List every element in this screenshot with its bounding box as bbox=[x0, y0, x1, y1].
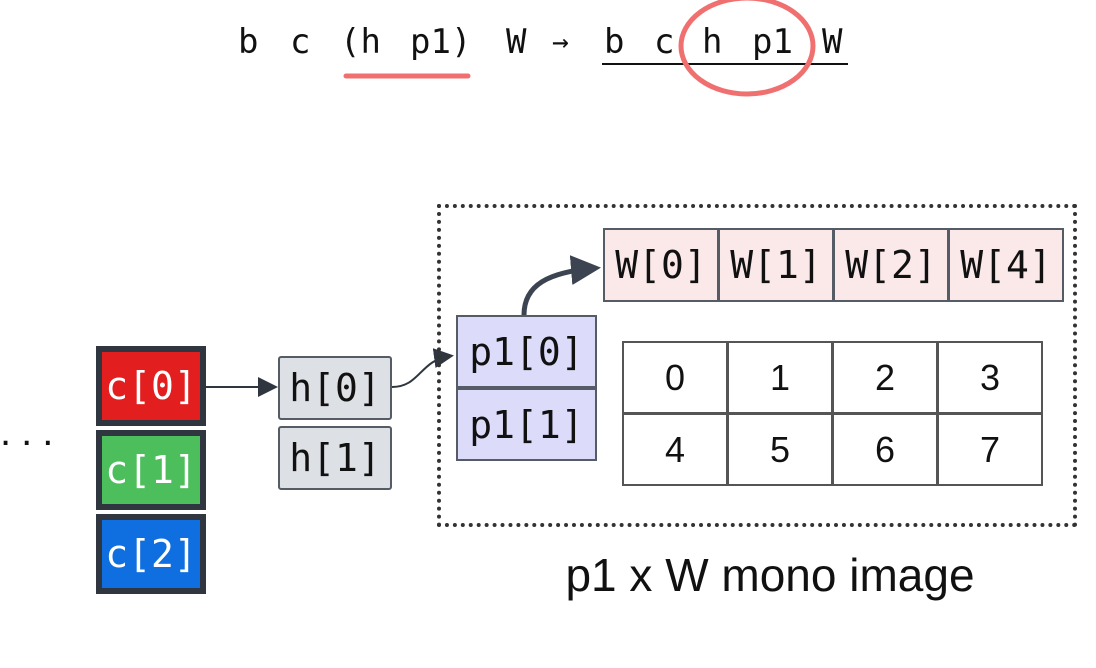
formula-circle-highlight bbox=[678, 0, 816, 97]
channel-c1: c[1] bbox=[96, 430, 206, 510]
patch-p1-1: p1[1] bbox=[456, 388, 597, 461]
formula-token: b bbox=[238, 22, 259, 62]
height-h0: h[0] bbox=[278, 356, 392, 420]
grid-cell: 5 bbox=[727, 413, 833, 486]
grid-cell: 3 bbox=[937, 341, 1043, 414]
formula-token: h bbox=[702, 22, 723, 62]
patch-p1-0: p1[0] bbox=[456, 315, 597, 388]
formula-token: c bbox=[654, 22, 675, 62]
diagram-caption: p1 x W mono image bbox=[565, 549, 975, 601]
grid-cell: 0 bbox=[622, 341, 728, 414]
grid-cell: 2 bbox=[832, 341, 938, 414]
formula-token: p1 bbox=[752, 22, 793, 62]
channel-c0: c[0] bbox=[96, 346, 206, 426]
width-w4: W[4] bbox=[948, 228, 1064, 302]
grid-cell: 4 bbox=[622, 413, 728, 486]
formula-arrow: → bbox=[552, 25, 569, 58]
formula-token: W bbox=[506, 22, 527, 62]
formula-token: W bbox=[822, 22, 843, 62]
formula-token: (h bbox=[340, 22, 381, 62]
einops-formula: b c (h p1) W → b c h p1 W bbox=[0, 0, 1096, 120]
arrow-p1-to-w bbox=[521, 255, 601, 316]
height-h1: h[1] bbox=[278, 426, 392, 490]
formula-token: p1) bbox=[410, 22, 472, 62]
width-w0: W[0] bbox=[603, 228, 719, 302]
width-w1: W[1] bbox=[718, 228, 834, 302]
grid-cell: 1 bbox=[727, 341, 833, 414]
channel-c2: c[2] bbox=[96, 514, 206, 594]
formula-token: b bbox=[604, 22, 625, 62]
formula-token: c bbox=[290, 22, 311, 62]
mono-image-region bbox=[437, 204, 1077, 527]
width-w2: W[2] bbox=[833, 228, 949, 302]
grid-cell: 7 bbox=[937, 413, 1043, 486]
arrow-h-to-p1 bbox=[391, 348, 454, 388]
grid-cell: 6 bbox=[832, 413, 938, 486]
ellipsis: ... bbox=[0, 410, 64, 454]
